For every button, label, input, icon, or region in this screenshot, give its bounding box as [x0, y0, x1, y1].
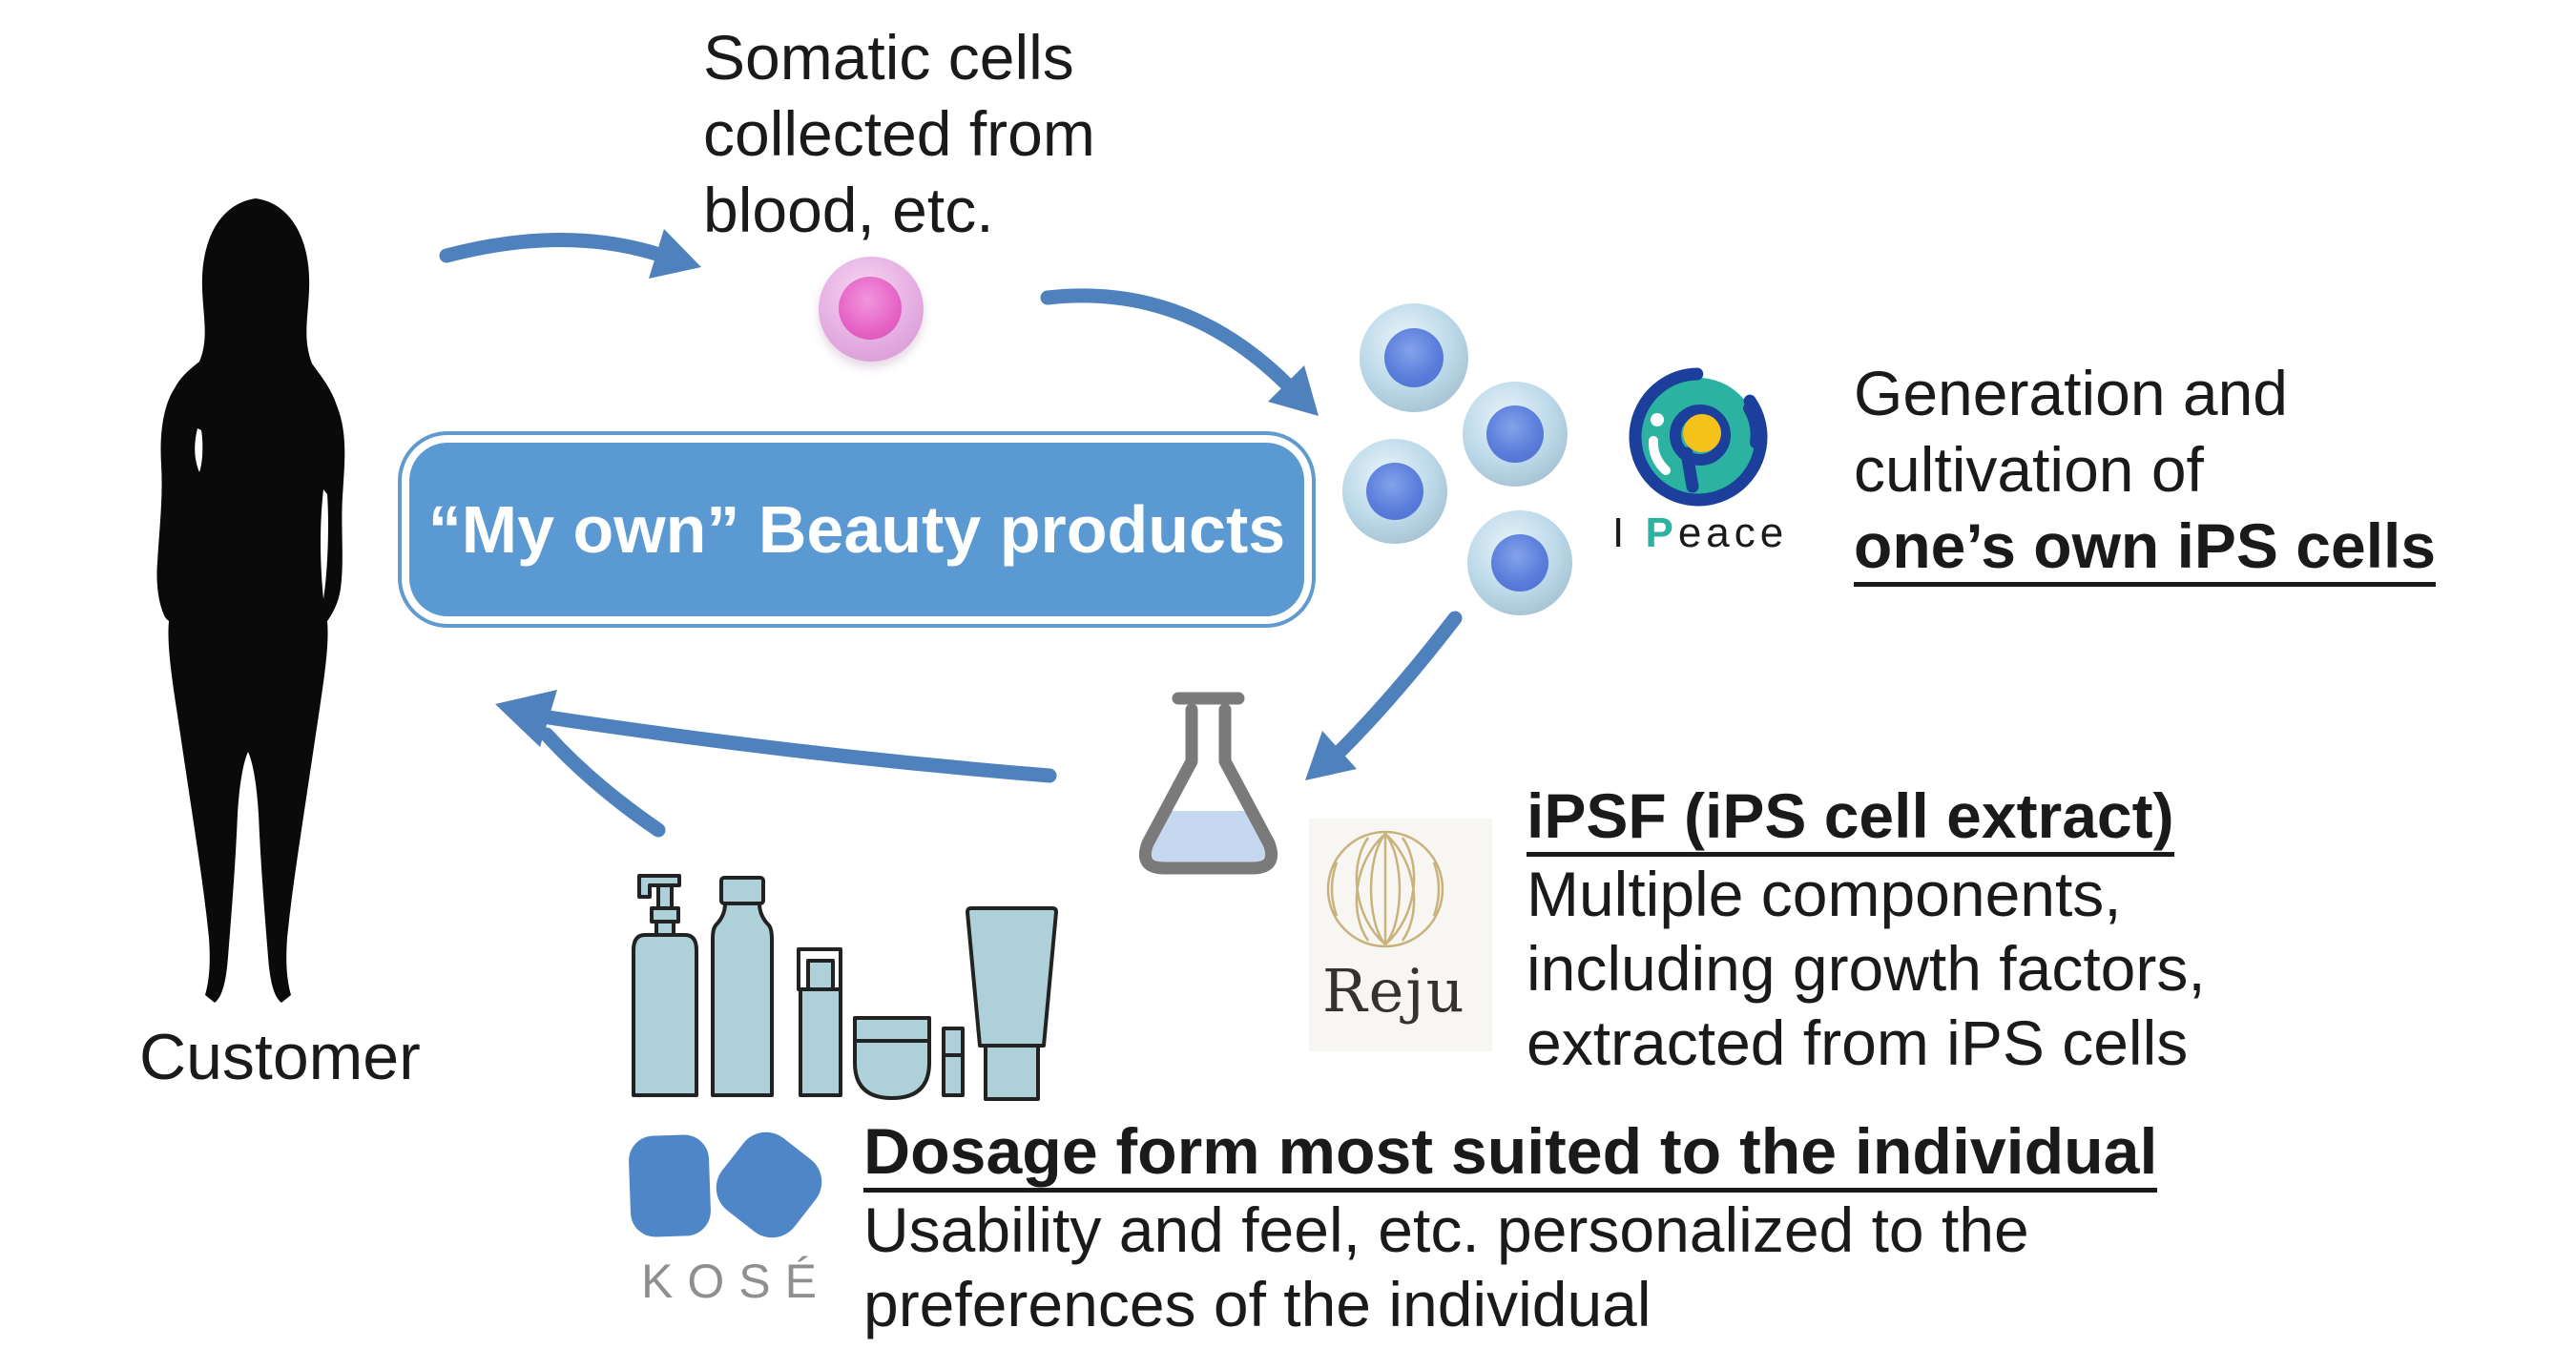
- somatic-cell-icon: [819, 257, 924, 362]
- ipeace-wordmark-i: I: [1612, 509, 1646, 556]
- flask-icon: [1138, 692, 1278, 875]
- ips-cell-icon: [1463, 382, 1568, 487]
- toner-bottle-icon: [711, 876, 774, 1097]
- somatic-cells-label: Somatic cells collected from blood, etc.: [703, 19, 1095, 248]
- ipsf-line-1: Multiple components,: [1527, 859, 2122, 929]
- serum-bottle-icon: [797, 947, 842, 1097]
- ips-cell-icon: [1467, 510, 1572, 615]
- somatic-line-3: blood, etc.: [703, 175, 994, 245]
- woman-silhouette-icon: [156, 198, 345, 1003]
- somatic-line-2: collected from: [703, 98, 1095, 169]
- ipsf-label: iPSF (iPS cell extract) Multiple compone…: [1527, 778, 2206, 1080]
- ips-cell-nucleus-icon: [1491, 534, 1548, 591]
- my-own-beauty-products-box: “My own” Beauty products: [398, 431, 1316, 628]
- arrow-customer-to-somatic-icon: [439, 229, 701, 279]
- my-own-beauty-products-text: “My own” Beauty products: [427, 492, 1286, 567]
- kose-wordmark: KOSÉ: [641, 1255, 831, 1308]
- ips-cell-nucleus-icon: [1486, 405, 1544, 463]
- ipeace-wordmark-rest: eace: [1677, 509, 1789, 556]
- arrow-somatic-to-ips-icon: [1040, 288, 1319, 416]
- ipsf-line-3: extracted from iPS cells: [1527, 1007, 2189, 1078]
- reju-logo-icon: [1326, 830, 1444, 948]
- reju-wordmark: Reju: [1322, 956, 1466, 1026]
- ipeace-logo-icon: [1629, 367, 1768, 507]
- kose-logo-icon: [628, 1133, 712, 1238]
- ips-cell-icon: [1342, 439, 1447, 544]
- dosage-heading: Dosage form most suited to the individua…: [863, 1117, 2158, 1193]
- ips-cell-icon: [1360, 303, 1468, 412]
- dosage-label: Dosage form most suited to the individua…: [863, 1114, 2158, 1341]
- my-own-beauty-products-box-inner: “My own” Beauty products: [409, 443, 1304, 616]
- tube-icon: [966, 906, 1058, 1101]
- reju-logo-panel: [1309, 819, 1492, 1051]
- pump-bottle-icon: [632, 874, 698, 1097]
- generation-line-2: cultivation of: [1854, 434, 2204, 505]
- dosage-line-1: Usability and feel, etc. personalized to…: [863, 1194, 2029, 1265]
- ipsf-line-2: including growth factors,: [1527, 933, 2206, 1004]
- ips-cell-nucleus-icon: [1366, 463, 1423, 520]
- cosmetics-set-icon: [632, 874, 1058, 1101]
- generation-line-1: Generation and: [1854, 358, 2289, 428]
- cream-jar-icon: [853, 1016, 931, 1100]
- stick-icon: [942, 1027, 965, 1097]
- ipeace-wordmark-p: P: [1645, 509, 1678, 556]
- somatic-cell-nucleus-icon: [839, 277, 902, 340]
- somatic-line-1: Somatic cells: [703, 22, 1074, 93]
- arrow-products-to-customer-icon: [539, 727, 666, 838]
- dosage-line-2: preferences of the individual: [863, 1269, 1652, 1339]
- ipeace-wordmark: I Peace: [1612, 509, 1788, 557]
- ipsf-heading: iPSF (iPS cell extract): [1527, 781, 2174, 857]
- arrow-ips-to-flask-icon: [1305, 611, 1463, 780]
- ips-cell-nucleus-icon: [1384, 328, 1444, 387]
- generation-emphasis: one’s own iPS cells: [1854, 511, 2437, 587]
- generation-label: Generation and cultivation of one’s own …: [1854, 355, 2437, 587]
- customer-label: Customer: [139, 1021, 421, 1093]
